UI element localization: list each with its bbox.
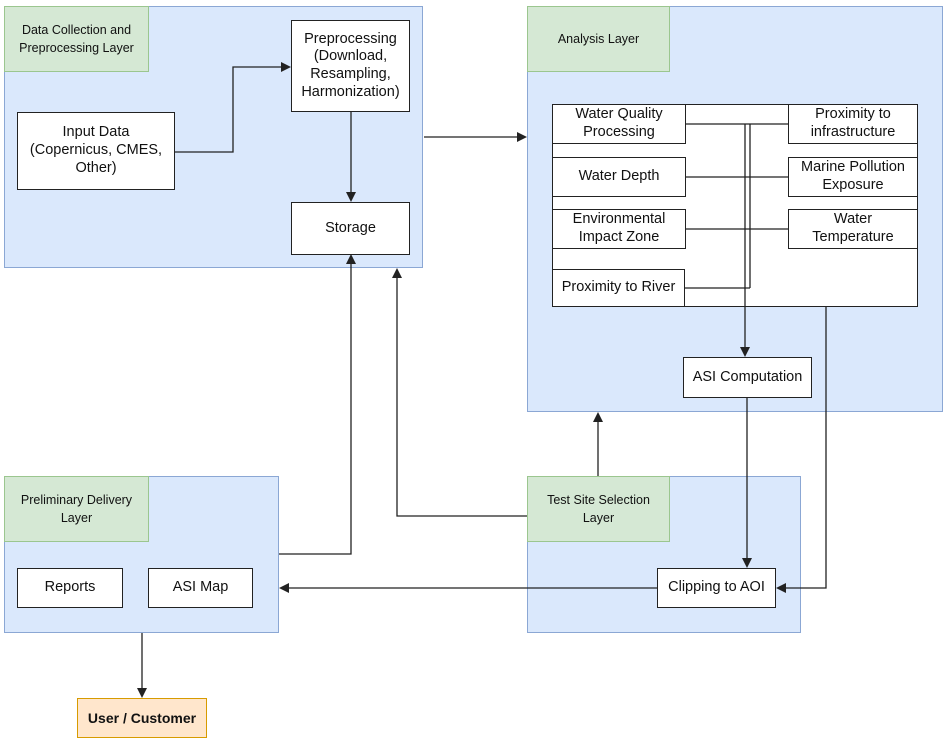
input-data-node: Input Data (Copernicus, CMES, Other) (17, 112, 175, 190)
clipping-node: Clipping to AOI (657, 568, 776, 608)
environmental-impact-node: Environmental Impact Zone (552, 209, 686, 249)
storage-node: Storage (291, 202, 410, 255)
test-site-selection-layer-title: Test Site Selection Layer (527, 476, 670, 542)
water-temperature-node: Water Temperature (788, 209, 918, 249)
marine-pollution-node: Marine Pollution Exposure (788, 157, 918, 197)
arrowhead-analysis-bottom (593, 412, 603, 422)
arrowhead-asi-map (279, 583, 289, 593)
user-customer-node: User / Customer (77, 698, 207, 738)
water-quality-node: Water Quality Processing (552, 104, 686, 144)
proximity-river-node: Proximity to River (552, 269, 685, 307)
reports-node: Reports (17, 568, 123, 608)
arrowhead-data-layer-left (392, 268, 402, 278)
preprocessing-node: Preprocessing (Download, Resampling, Har… (291, 20, 410, 112)
analysis-layer-title: Analysis Layer (527, 6, 670, 72)
water-depth-node: Water Depth (552, 157, 686, 197)
edge-test-site-to-data (396, 278, 527, 517)
edge-delivery-to-storage (279, 264, 352, 555)
arrowhead-user (137, 688, 147, 698)
data-collection-layer-title: Data Collection and Preprocessing Layer (4, 6, 149, 72)
asi-map-node: ASI Map (148, 568, 253, 608)
asi-computation-node: ASI Computation (683, 357, 812, 398)
preliminary-delivery-layer-title: Preliminary Delivery Layer (4, 476, 149, 542)
arrowhead-analysis-layer (517, 132, 527, 142)
proximity-infrastructure-node: Proximity to infrastructure (788, 104, 918, 144)
